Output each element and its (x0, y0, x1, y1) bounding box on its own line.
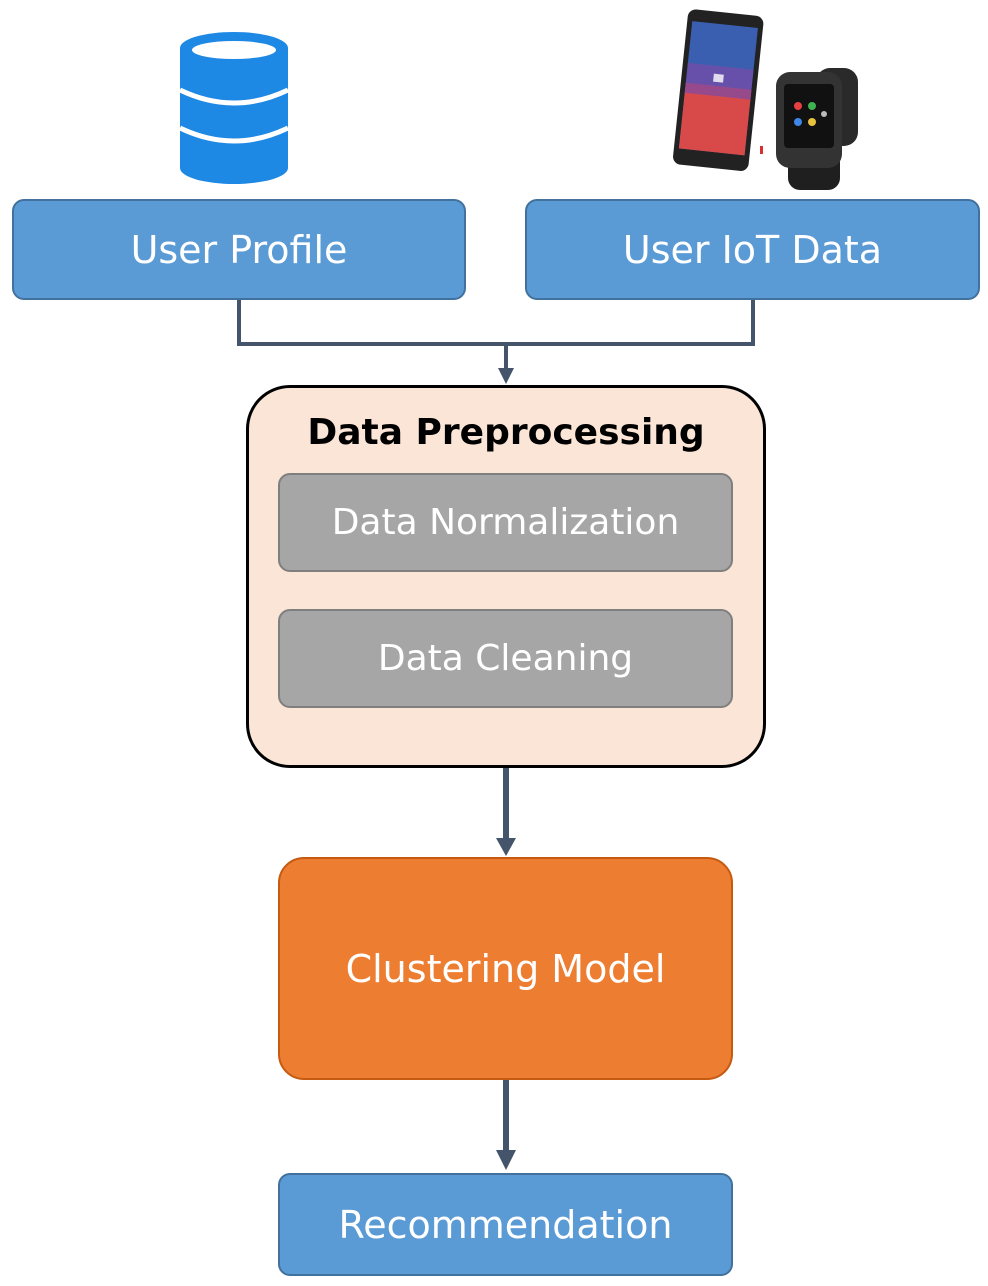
recommendation-label: Recommendation (338, 1202, 673, 1247)
user-profile-box: User Profile (12, 199, 466, 300)
recommendation-box: Recommendation (278, 1173, 733, 1276)
data-normalization-box: Data Normalization (278, 473, 733, 572)
data-cleaning-label: Data Cleaning (377, 638, 634, 679)
data-preprocessing-group: Data Preprocessing (246, 385, 766, 768)
user-iot-data-box: User IoT Data (525, 199, 980, 300)
data-normalization-label: Data Normalization (331, 502, 680, 543)
database-icon (178, 32, 290, 184)
data-cleaning-box: Data Cleaning (278, 609, 733, 708)
clustering-model-label: Clustering Model (345, 946, 666, 991)
clustering-model-box: Clustering Model (278, 857, 733, 1080)
user-iot-data-label: User IoT Data (622, 227, 883, 272)
user-profile-label: User Profile (130, 227, 348, 272)
data-preprocessing-title: Data Preprocessing (307, 412, 705, 453)
merge-connector (237, 300, 755, 346)
phone-and-smartwatch-icon (673, 9, 858, 190)
